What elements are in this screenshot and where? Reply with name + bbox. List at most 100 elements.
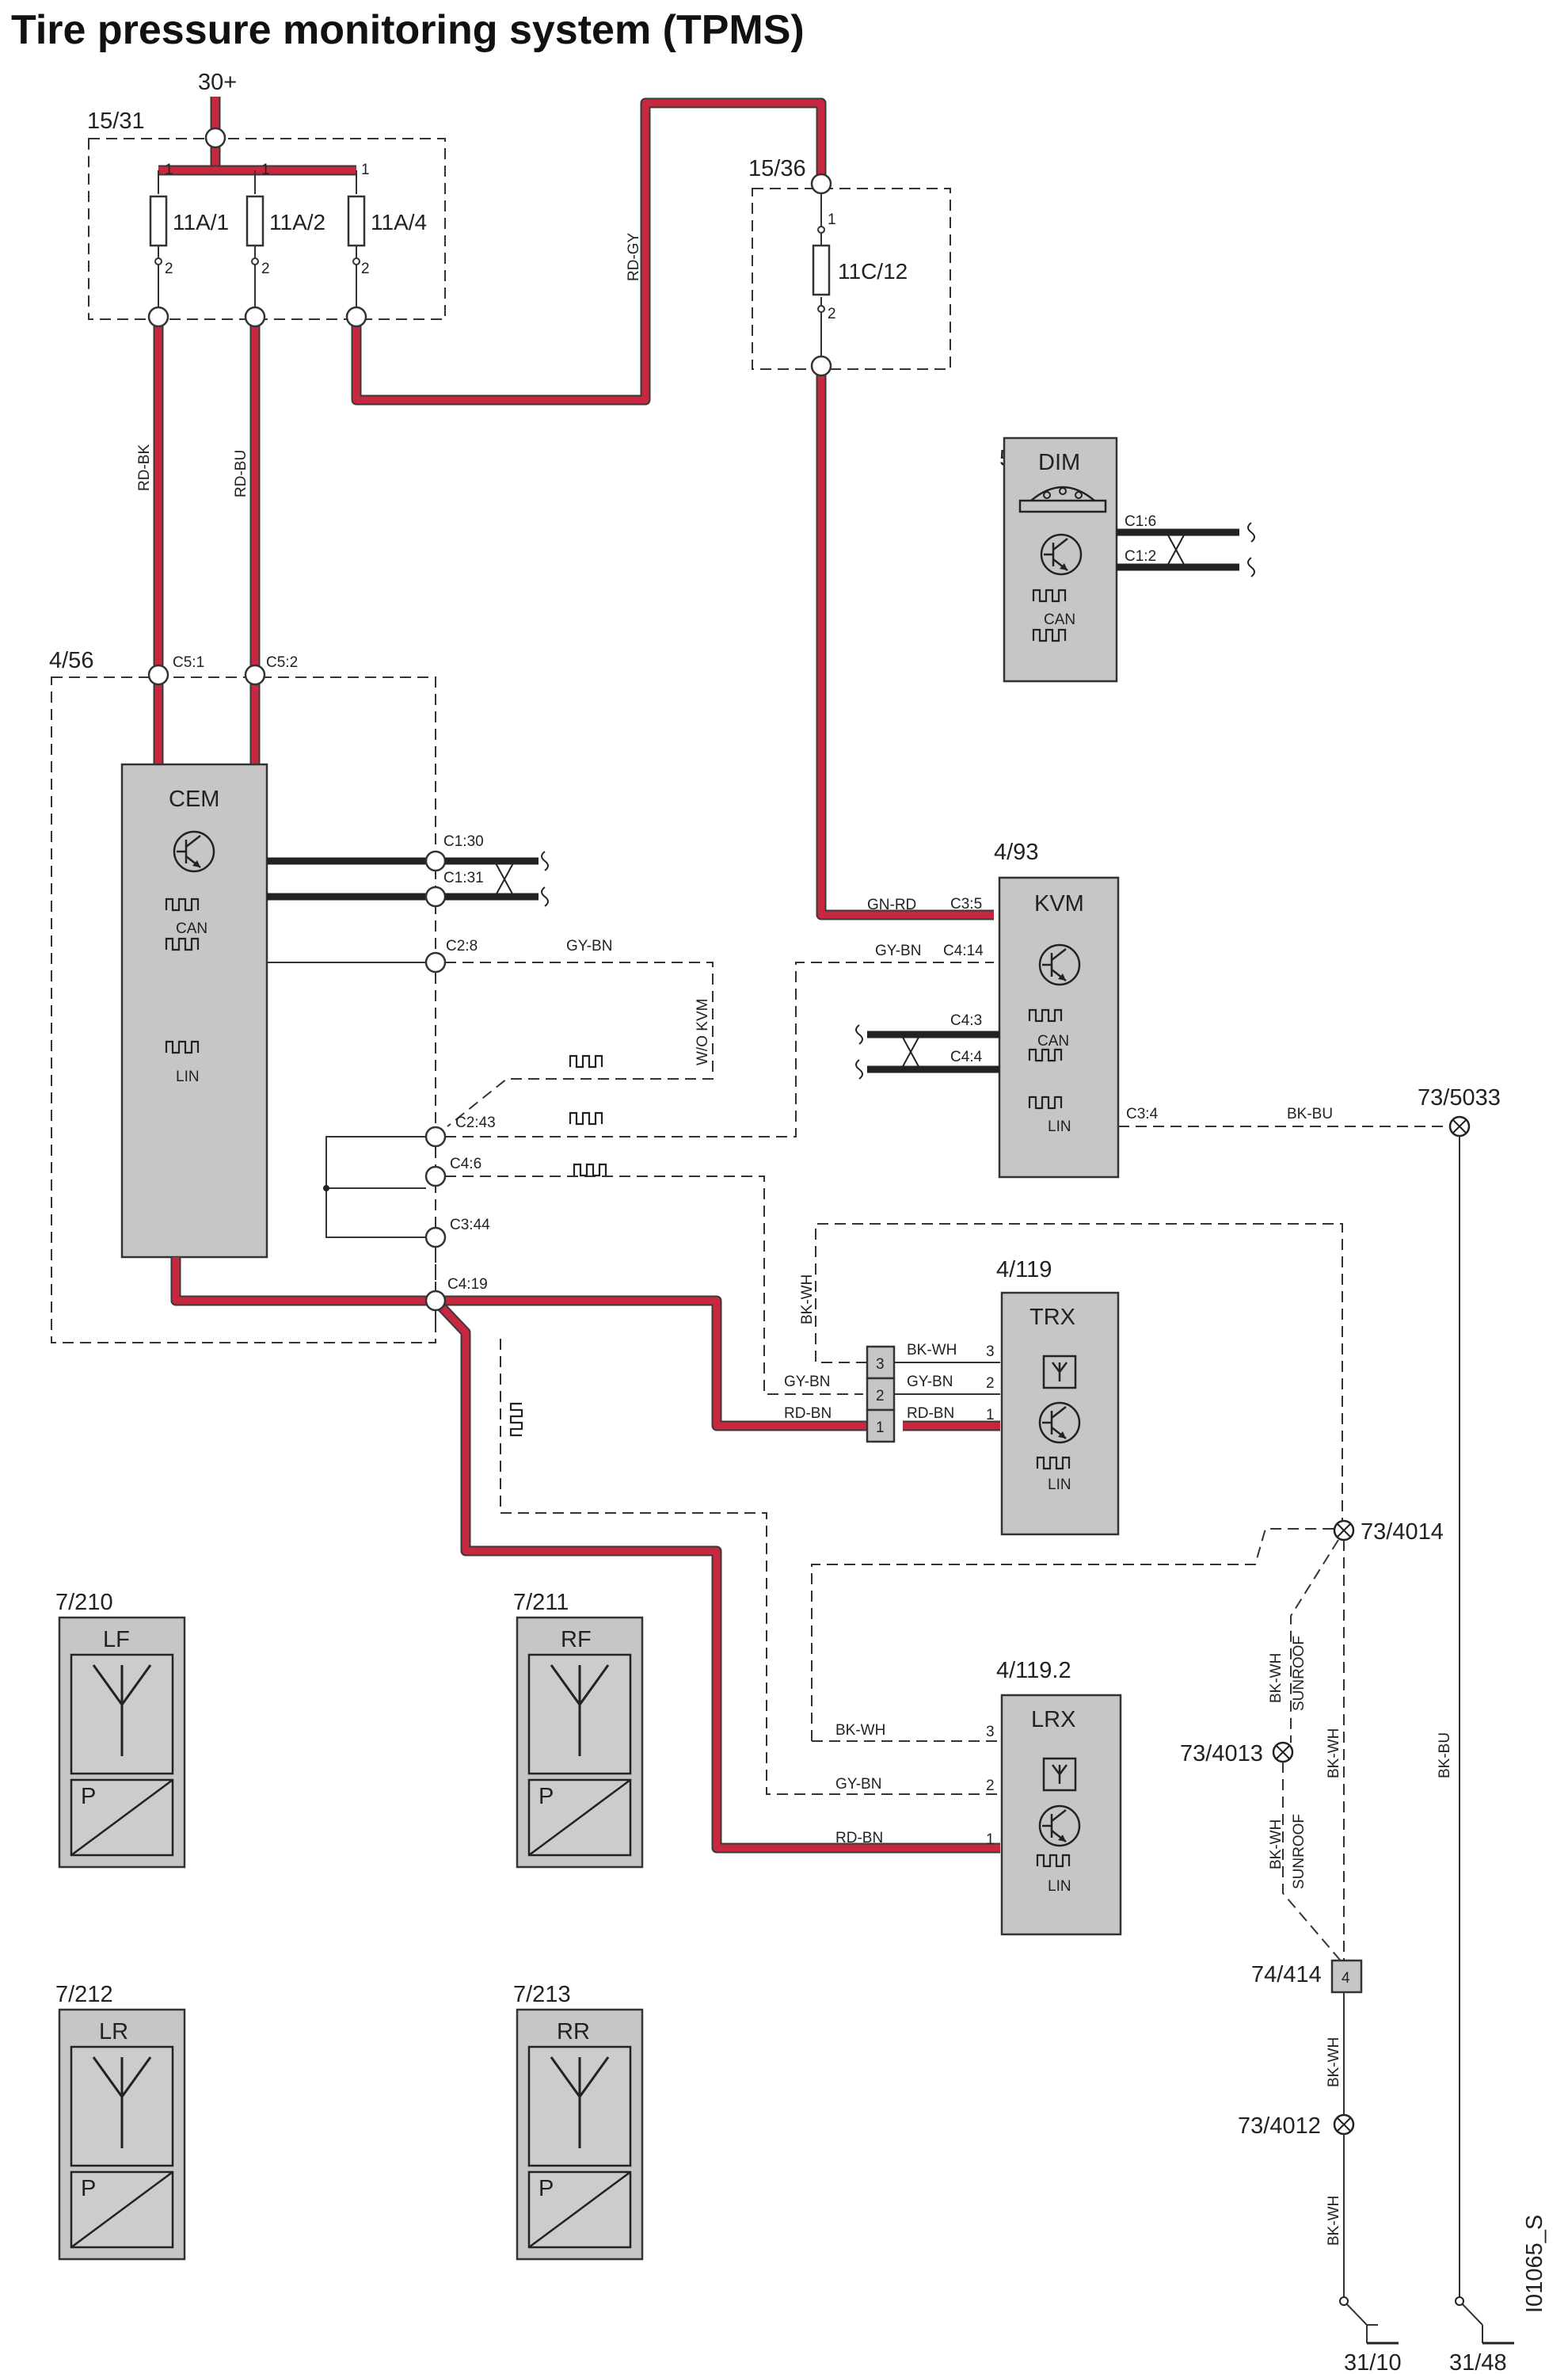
svg-text:SUNROOF: SUNROOF xyxy=(1291,1814,1307,1889)
svg-text:CAN: CAN xyxy=(1044,612,1075,628)
svg-text:BK-WH: BK-WH xyxy=(1326,2037,1342,2087)
svg-text:C5:2: C5:2 xyxy=(266,654,298,671)
svg-text:1: 1 xyxy=(986,1831,995,1848)
fuse-11c-12 xyxy=(812,244,831,296)
svg-text:1: 1 xyxy=(986,1407,995,1423)
svg-text:BK-BU: BK-BU xyxy=(1437,1732,1453,1778)
sensor-lf: 7/210 LF P xyxy=(55,1590,186,1869)
svg-text:LRX: LRX xyxy=(1031,1707,1075,1732)
svg-text:C3:44: C3:44 xyxy=(450,1217,490,1233)
svg-text:C4:19: C4:19 xyxy=(447,1276,488,1293)
svg-text:SUNROOF: SUNROOF xyxy=(1291,1636,1307,1711)
svg-text:GY-BN: GY-BN xyxy=(875,943,921,959)
sensor-lr: 7/212 LR P xyxy=(55,1982,186,2261)
svg-text:GY-BN: GY-BN xyxy=(835,1776,881,1793)
svg-text:C3:4: C3:4 xyxy=(1126,1106,1159,1122)
svg-text:C1:2: C1:2 xyxy=(1125,548,1156,565)
svg-text:3: 3 xyxy=(986,1724,995,1740)
svg-text:C2:43: C2:43 xyxy=(455,1115,496,1131)
dim-module: 5/1 DIM CAN C1:6 C1:2 xyxy=(999,436,1156,683)
ground-31-48: 31/48 xyxy=(1449,2325,1514,2374)
svg-text:RD-BN: RD-BN xyxy=(835,1830,883,1846)
svg-text:CAN: CAN xyxy=(1037,1033,1069,1050)
svg-text:73/4013: 73/4013 xyxy=(1180,1741,1263,1766)
svg-text:4/93: 4/93 xyxy=(994,840,1038,865)
svg-text:C2:8: C2:8 xyxy=(446,938,478,955)
svg-text:2: 2 xyxy=(361,261,370,277)
splice-73-5033: 73/5033 xyxy=(1418,1085,1501,1137)
svg-text:7/213: 7/213 xyxy=(513,1982,571,2007)
svg-text:2: 2 xyxy=(986,1778,995,1794)
svg-text:LR: LR xyxy=(99,2019,128,2044)
svg-text:P: P xyxy=(81,1784,96,1809)
svg-text:RD-BN: RD-BN xyxy=(907,1405,954,1422)
trx-module: 4/119 TRX LIN xyxy=(996,1257,1120,1536)
svg-text:C1:6: C1:6 xyxy=(1125,513,1156,530)
svg-text:4: 4 xyxy=(1342,1970,1350,1987)
svg-text:BK-WH: BK-WH xyxy=(1326,1728,1342,1778)
svg-text:LIN: LIN xyxy=(1048,1477,1071,1493)
svg-text:2: 2 xyxy=(828,306,836,322)
svg-text:4/119: 4/119 xyxy=(996,1257,1052,1282)
svg-text:LF: LF xyxy=(103,1627,130,1652)
svg-text:BK-WH: BK-WH xyxy=(799,1275,816,1324)
svg-text:15/36: 15/36 xyxy=(748,156,806,181)
svg-text:C1:30: C1:30 xyxy=(443,833,484,850)
wire-label-rd-gy: RD-GY xyxy=(626,232,642,281)
svg-text:73/5033: 73/5033 xyxy=(1418,1085,1501,1111)
svg-text:2: 2 xyxy=(165,261,173,277)
image-code: I01065_S xyxy=(1522,2215,1547,2313)
svg-text:3: 3 xyxy=(986,1343,995,1360)
svg-text:11A/1: 11A/1 xyxy=(173,210,229,234)
svg-text:11A/4: 11A/4 xyxy=(371,210,427,234)
wo-kvm-note: W/O KVM xyxy=(695,999,711,1065)
svg-text:LIN: LIN xyxy=(1048,1118,1071,1135)
cem-c5-2-terminal xyxy=(244,664,266,686)
fuse-box-15-36: 15/36 xyxy=(748,156,951,370)
svg-text:C5:1: C5:1 xyxy=(173,654,204,671)
svg-text:7/211: 7/211 xyxy=(513,1590,569,1615)
wire-label-rd-bk: RD-BK xyxy=(136,444,153,491)
svg-text:11A/2: 11A/2 xyxy=(269,210,325,234)
svg-text:4/56: 4/56 xyxy=(49,648,93,673)
svg-text:C4:4: C4:4 xyxy=(950,1049,983,1065)
svg-text:TRX: TRX xyxy=(1029,1305,1075,1330)
svg-text:7/212: 7/212 xyxy=(55,1982,113,2007)
svg-text:1: 1 xyxy=(876,1419,885,1436)
svg-text:KVM: KVM xyxy=(1034,891,1084,916)
svg-text:BK-WH: BK-WH xyxy=(1326,2196,1342,2246)
connector-74-414: 4 74/414 xyxy=(1251,1959,1363,1994)
lrx-module: 4/119.2 LRX LIN xyxy=(996,1658,1122,1936)
svg-text:P: P xyxy=(539,1784,554,1809)
svg-text:74/414: 74/414 xyxy=(1251,1962,1322,1987)
cem-boundary: 4/56 xyxy=(49,648,436,1343)
svg-text:C4:6: C4:6 xyxy=(450,1156,481,1172)
svg-text:RD-BN: RD-BN xyxy=(784,1405,832,1422)
svg-text:3: 3 xyxy=(876,1356,885,1373)
fuse-box-15-31: 15/31 xyxy=(87,109,446,320)
svg-text:BK-WH: BK-WH xyxy=(907,1342,957,1358)
svg-text:P: P xyxy=(81,2176,96,2201)
cem-module: CEM CAN LIN xyxy=(120,763,268,1259)
ground-31-10: 31/10 xyxy=(1344,2324,1402,2374)
svg-text:C1:31: C1:31 xyxy=(443,870,484,886)
svg-text:2: 2 xyxy=(876,1388,885,1404)
svg-text:73/4014: 73/4014 xyxy=(1361,1519,1444,1545)
cem-c5-1-terminal xyxy=(147,664,169,686)
svg-text:C4:3: C4:3 xyxy=(950,1012,982,1029)
svg-text:BK-WH: BK-WH xyxy=(835,1722,885,1739)
instrument-icon xyxy=(1018,486,1107,513)
svg-text:73/4012: 73/4012 xyxy=(1238,2113,1321,2139)
page-title: Tire pressure monitoring system (TPMS) xyxy=(11,7,805,53)
antenna-icon xyxy=(92,1664,152,1756)
svg-text:4/119.2: 4/119.2 xyxy=(996,1658,1071,1683)
svg-text:DIM: DIM xyxy=(1038,450,1080,475)
svg-text:P: P xyxy=(539,2176,554,2201)
svg-text:CAN: CAN xyxy=(176,920,207,937)
fuse-box-15-31-id: 15/31 xyxy=(87,109,145,134)
svg-text:GY-BN: GY-BN xyxy=(907,1374,953,1390)
wire-label-gn-rd: GN-RD xyxy=(867,897,916,913)
svg-text:1: 1 xyxy=(828,211,836,228)
svg-text:C4:14: C4:14 xyxy=(943,943,984,959)
